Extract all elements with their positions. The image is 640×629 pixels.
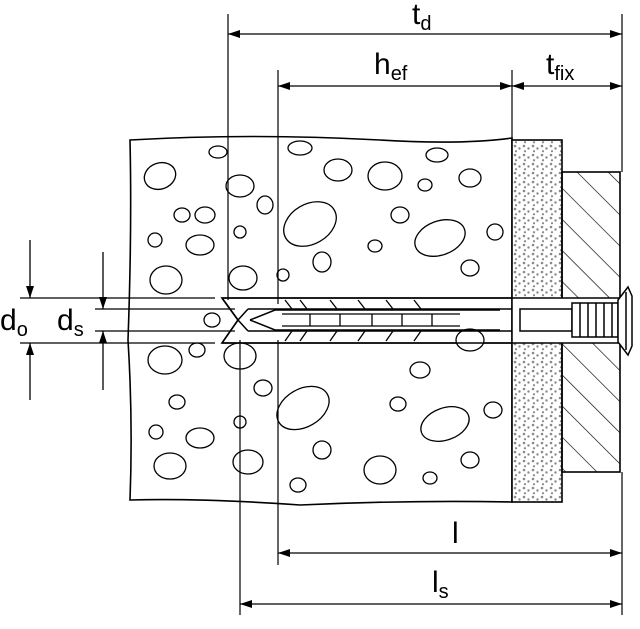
label-hef: hef — [374, 48, 408, 85]
label-l: l — [452, 517, 459, 550]
dimension-lines — [26, 30, 622, 608]
concrete-base — [127, 135, 513, 506]
label-tfix: tfix — [546, 48, 574, 85]
label-do: do — [0, 304, 28, 341]
screw-head — [519, 285, 633, 357]
label-ls: ls — [432, 566, 449, 603]
label-ds: ds — [57, 304, 84, 341]
label-td: td — [412, 0, 431, 35]
extension-lines — [20, 14, 623, 615]
